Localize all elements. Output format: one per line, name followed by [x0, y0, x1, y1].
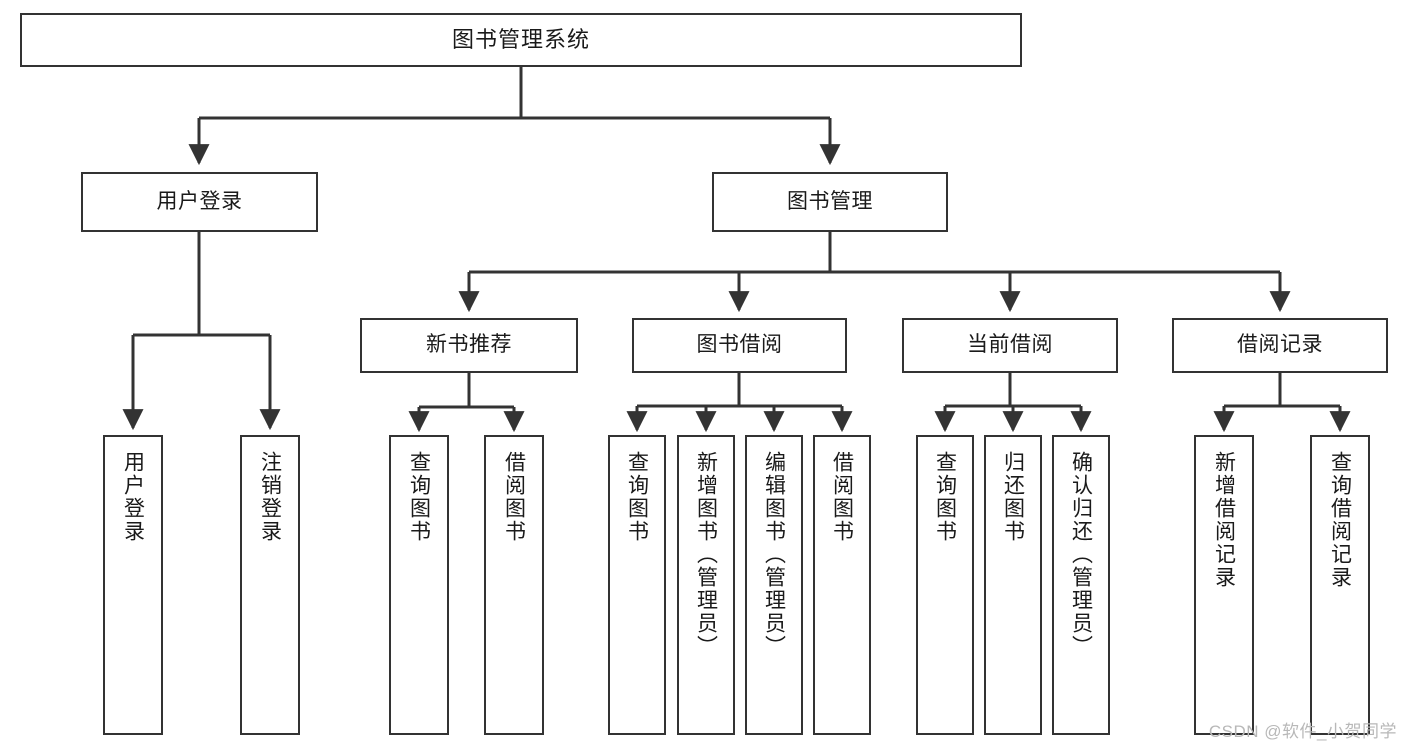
node-leaf-add-book-label: 新增图书（管理员）	[694, 451, 718, 658]
node-leaf-user-login[interactable]: 用户登录	[103, 435, 163, 735]
node-leaf-add-record[interactable]: 新增借阅记录	[1194, 435, 1254, 735]
node-leaf-borrow-book-2[interactable]: 借阅图书	[813, 435, 871, 735]
node-root[interactable]: 图书管理系统	[20, 13, 1022, 67]
node-leaf-query-book-3-label: 查询图书	[933, 451, 957, 543]
node-leaf-query-record-label: 查询借阅记录	[1328, 451, 1352, 589]
node-leaf-confirm-return[interactable]: 确认归还（管理员）	[1052, 435, 1110, 735]
node-leaf-logout-login[interactable]: 注销登录	[240, 435, 300, 735]
node-leaf-edit-book-label: 编辑图书（管理员）	[762, 451, 786, 658]
node-user-login-label: 用户登录	[156, 189, 243, 213]
node-book-borrow[interactable]: 图书借阅	[632, 318, 847, 373]
node-leaf-borrow-book-1[interactable]: 借阅图书	[484, 435, 544, 735]
node-leaf-query-book-2-label: 查询图书	[625, 451, 649, 543]
node-leaf-query-book-3[interactable]: 查询图书	[916, 435, 974, 735]
node-root-label: 图书管理系统	[451, 27, 590, 53]
node-leaf-query-book-1-label: 查询图书	[407, 451, 431, 543]
node-book-borrow-label: 图书借阅	[696, 333, 783, 357]
watermark: CSDN @软件_小贺同学	[1208, 722, 1397, 741]
node-leaf-query-book-1[interactable]: 查询图书	[389, 435, 449, 735]
node-leaf-return-book-label: 归还图书	[1001, 451, 1025, 543]
node-borrow-record-label: 借阅记录	[1237, 333, 1323, 357]
node-leaf-query-book-2[interactable]: 查询图书	[608, 435, 666, 735]
node-leaf-borrow-book-2-label: 借阅图书	[830, 451, 854, 543]
node-leaf-query-record[interactable]: 查询借阅记录	[1310, 435, 1370, 735]
node-current-borrow-label: 当前借阅	[967, 333, 1053, 357]
node-user-login[interactable]: 用户登录	[81, 172, 318, 232]
node-book-manage[interactable]: 图书管理	[712, 172, 948, 232]
node-new-book-recommend-label: 新书推荐	[426, 333, 512, 357]
node-current-borrow[interactable]: 当前借阅	[902, 318, 1118, 373]
node-leaf-user-login-label: 用户登录	[121, 451, 145, 543]
node-new-book-recommend[interactable]: 新书推荐	[360, 318, 578, 373]
node-leaf-add-record-label: 新增借阅记录	[1212, 451, 1236, 589]
node-leaf-borrow-book-1-label: 借阅图书	[502, 451, 526, 543]
node-leaf-edit-book[interactable]: 编辑图书（管理员）	[745, 435, 803, 735]
node-borrow-record[interactable]: 借阅记录	[1172, 318, 1388, 373]
node-leaf-return-book[interactable]: 归还图书	[984, 435, 1042, 735]
node-leaf-add-book[interactable]: 新增图书（管理员）	[677, 435, 735, 735]
node-leaf-logout-login-label: 注销登录	[258, 451, 282, 543]
node-leaf-confirm-return-label: 确认归还（管理员）	[1069, 451, 1093, 658]
node-book-manage-label: 图书管理	[787, 189, 873, 213]
